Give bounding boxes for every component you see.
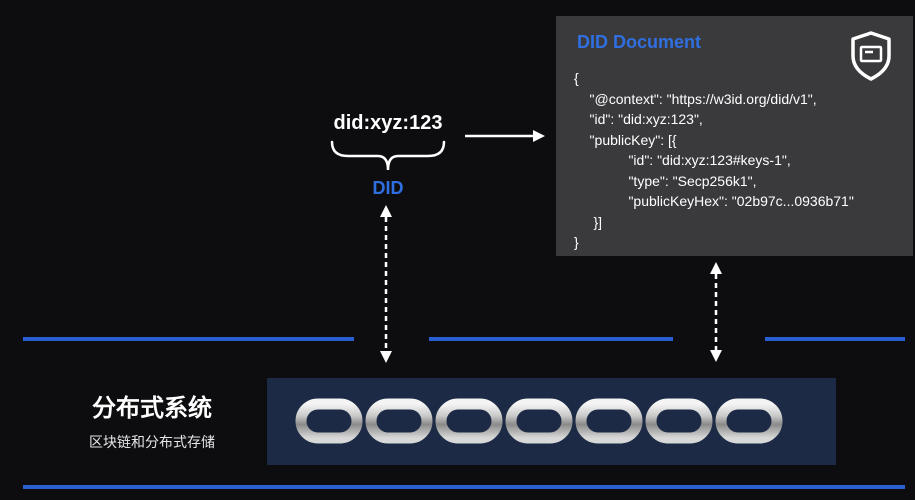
code-line: "publicKeyHex": "02b97c...0936b71" (574, 193, 854, 209)
separator-line (23, 337, 354, 341)
shield-id-icon (851, 31, 891, 81)
bidirectional-dashed-arrow-icon (380, 205, 392, 363)
curly-brace-icon (330, 140, 446, 171)
distributed-system-title: 分布式系统 (92, 395, 212, 422)
separator-line (429, 337, 673, 341)
bidirectional-dashed-arrow-icon (710, 262, 722, 362)
code-line: } (574, 234, 579, 250)
arrow-right-icon (465, 130, 545, 142)
code-line: { (574, 70, 579, 86)
code-line: "@context": "https://w3id.org/did/v1", (574, 90, 817, 107)
did-document-title: DID Document (577, 32, 702, 52)
chain-links-icon (295, 398, 801, 444)
code-line: "id": "did:xyz:123", (574, 111, 703, 127)
did-label: DID (372, 178, 404, 198)
did-document-code: { "@context": "https://w3id.org/did/v1",… (574, 68, 854, 253)
code-line: }] (574, 213, 603, 230)
did-identifier-text: did:xyz:123 (333, 112, 443, 134)
code-line: "type": "Secp256k1", (574, 172, 757, 189)
distributed-system-subtitle: 区块链和分布式存储 (89, 434, 215, 450)
blockchain-panel (267, 378, 836, 465)
code-line: "publicKey": [{ (574, 131, 677, 148)
separator-line (23, 485, 905, 489)
did-document-panel: DID Document { "@context": "https://w3id… (556, 16, 913, 256)
separator-line (765, 337, 905, 341)
code-line: "id": "did:xyz:123#keys-1", (574, 152, 791, 168)
